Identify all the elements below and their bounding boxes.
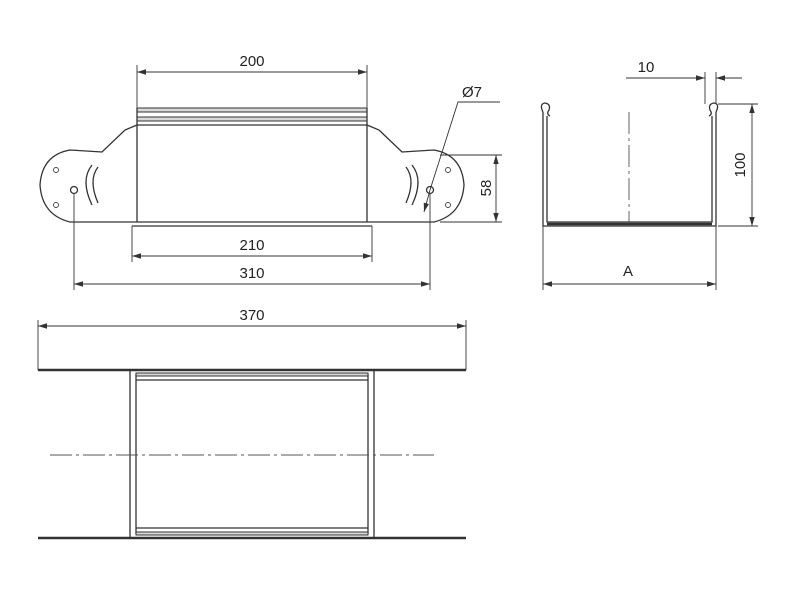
top-rail-band bbox=[136, 107, 368, 113]
diameter-leader-arrow bbox=[423, 189, 431, 213]
right-ear-outline bbox=[366, 124, 465, 223]
left-hole-upper bbox=[53, 167, 59, 173]
label-100: 100 bbox=[732, 152, 749, 177]
left-hole-lower bbox=[53, 202, 59, 208]
label-210: 210 bbox=[239, 237, 264, 254]
left-slot-outer bbox=[85, 164, 93, 206]
label-310: 310 bbox=[239, 265, 264, 282]
label-diameter: Ø7 bbox=[462, 84, 482, 101]
plan-top-band bbox=[135, 372, 369, 377]
right-hole-lower bbox=[445, 202, 451, 208]
right-hole-center bbox=[425, 185, 435, 195]
left-hole-center bbox=[69, 185, 79, 195]
profile-view: A 10 100 bbox=[540, 59, 758, 290]
label-a: A bbox=[623, 263, 633, 280]
label-370: 370 bbox=[239, 307, 264, 324]
front-view: 200 210 310 58 Ø7 bbox=[39, 53, 502, 290]
label-200: 200 bbox=[239, 53, 264, 70]
left-ear-outline bbox=[39, 124, 138, 223]
channel-inner bbox=[546, 116, 713, 223]
left-lip bbox=[540, 102, 551, 117]
label-58: 58 bbox=[478, 180, 495, 197]
diameter-leader bbox=[429, 101, 500, 191]
plan-box-outer bbox=[129, 369, 375, 539]
channel-outer bbox=[542, 112, 717, 227]
plan-view: 370 bbox=[37, 307, 467, 540]
left-slot-inner bbox=[92, 166, 99, 204]
top-rail-band-2 bbox=[136, 116, 368, 122]
right-hole-upper bbox=[445, 167, 451, 173]
right-lip bbox=[708, 102, 719, 117]
label-10: 10 bbox=[638, 59, 655, 76]
plan-bottom-band bbox=[135, 531, 369, 536]
right-slot-inner bbox=[405, 166, 412, 204]
right-slot-outer bbox=[411, 164, 419, 206]
